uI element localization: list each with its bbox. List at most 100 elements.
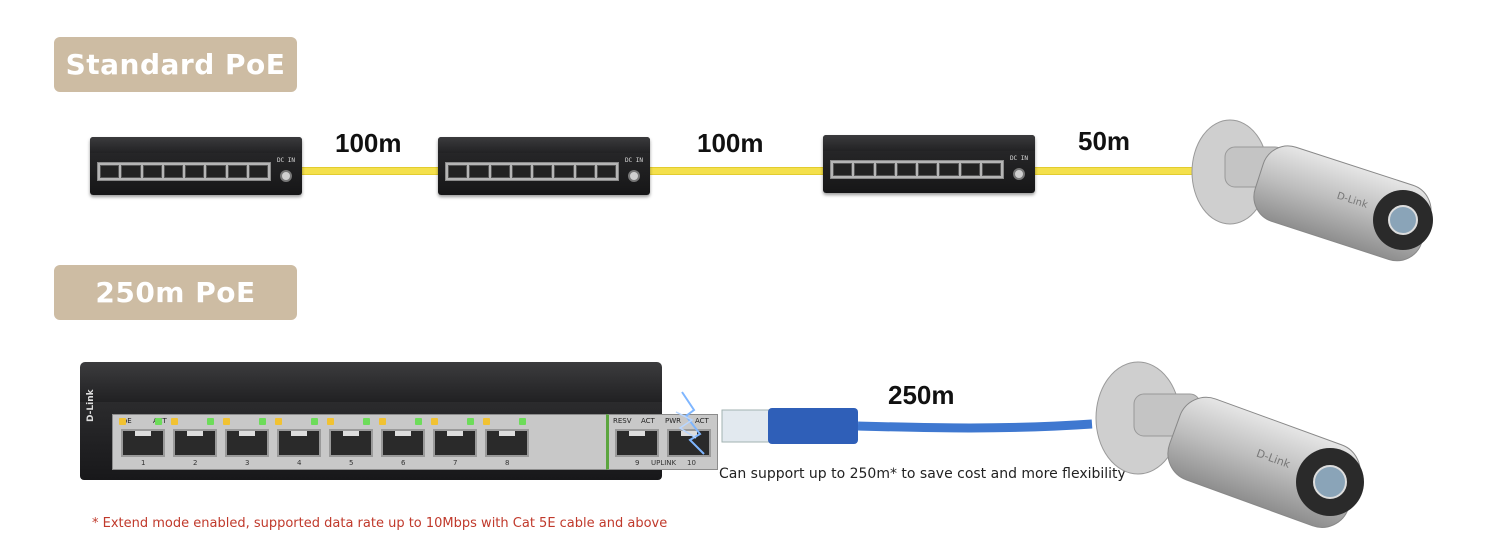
electric-spark-2	[675, 411, 697, 439]
act-led	[311, 418, 318, 425]
port	[554, 165, 574, 178]
switch-brand-logo: D-Link	[86, 389, 96, 422]
distance-label-3: 50m	[1078, 126, 1131, 156]
blue-cable	[857, 419, 1093, 433]
dc-in-jack	[628, 170, 640, 182]
cable-segment-1	[302, 167, 440, 175]
switch-top	[823, 135, 1035, 151]
rj45-boot	[768, 408, 858, 444]
poe-led	[431, 418, 438, 425]
act-led	[519, 418, 526, 425]
port	[960, 163, 980, 176]
poe-port-3	[225, 429, 269, 457]
act-led	[207, 418, 214, 425]
uplink-act-header-2: ACT	[695, 417, 709, 425]
port	[896, 163, 916, 176]
port	[875, 163, 895, 176]
electric-spark	[681, 391, 705, 455]
port	[163, 165, 183, 178]
act-led	[467, 418, 474, 425]
rj45-cable	[675, 391, 1093, 455]
port-number: 5	[349, 459, 354, 467]
switch-port-row	[445, 162, 619, 181]
port	[575, 165, 595, 178]
poe-switch-2: DC IN	[438, 137, 650, 195]
cable-segment-3	[1035, 167, 1195, 175]
port	[248, 165, 268, 178]
switch-port-row	[97, 162, 271, 181]
port	[206, 165, 226, 178]
section-badge-standard-poe: Standard PoE	[54, 37, 297, 92]
pwr-header: PWR	[665, 417, 682, 425]
switch-top	[438, 137, 650, 153]
switch-top	[90, 137, 302, 153]
port-number: 4	[297, 459, 302, 467]
dc-in-label: DC IN	[1009, 155, 1028, 162]
poe-led	[483, 418, 490, 425]
port-number: 1	[141, 459, 146, 467]
port-number: 3	[245, 459, 250, 467]
switch-top	[80, 362, 662, 406]
port	[854, 163, 874, 176]
distance-label-250m: 250m	[888, 380, 955, 410]
bullet-camera-2: D-Link	[1095, 361, 1364, 528]
dc-in-label: DC IN	[276, 157, 295, 164]
act-led	[363, 418, 370, 425]
act-led	[259, 418, 266, 425]
dc-in-label: DC IN	[624, 157, 643, 164]
footnote: * Extend mode enabled, supported data ra…	[92, 516, 668, 531]
poe-port-7	[433, 429, 477, 457]
port	[833, 163, 853, 176]
port-number: 10	[687, 459, 696, 467]
section-badge-250m-poe: 250m PoE	[54, 265, 297, 320]
poe-port-1	[121, 429, 165, 457]
distance-label-1: 100m	[335, 128, 402, 158]
port-number: 6	[401, 459, 406, 467]
port	[100, 165, 120, 178]
resv-header: RESV	[613, 417, 632, 425]
poe-led	[119, 418, 126, 425]
port	[918, 163, 938, 176]
rj45-plug	[721, 409, 771, 443]
uplink-port-panel: RESV ACT PWR ACT 9 UPLINK 10	[606, 414, 718, 470]
extended-caption: Can support up to 250m* to save cost and…	[719, 466, 1126, 482]
cable-segment-2	[650, 167, 824, 175]
port-number: 8	[505, 459, 510, 467]
poe-led	[379, 418, 386, 425]
poe-port-4	[277, 429, 321, 457]
poe-switch-1: DC IN	[90, 137, 302, 195]
port	[596, 165, 616, 178]
port-number: 9	[635, 459, 640, 467]
poe-led	[275, 418, 282, 425]
uplink-label: UPLINK	[651, 459, 677, 467]
poe-port-6	[381, 429, 425, 457]
port	[185, 165, 205, 178]
poe-led	[223, 418, 230, 425]
port	[227, 165, 247, 178]
poe-port-panel: PoE ACT 1 2 3 4 5 6 7 8	[112, 414, 608, 470]
port	[469, 165, 489, 178]
act-led	[155, 418, 162, 425]
extended-poe-switch: D-Link PoE ACT 1 2 3 4 5 6 7	[80, 362, 718, 480]
port	[939, 163, 959, 176]
port	[448, 165, 468, 178]
port	[121, 165, 141, 178]
bullet-camera-1: D-Link	[1191, 119, 1433, 262]
port	[981, 163, 1001, 176]
distance-label-2: 100m	[697, 128, 764, 158]
port-number: 7	[453, 459, 458, 467]
poe-led	[171, 418, 178, 425]
port	[490, 165, 510, 178]
poe-switch-3: DC IN	[823, 135, 1035, 193]
port-number: 2	[193, 459, 198, 467]
poe-led	[327, 418, 334, 425]
uplink-port-9	[615, 429, 659, 457]
port	[533, 165, 553, 178]
dc-in-jack	[1013, 168, 1025, 180]
poe-port-2	[173, 429, 217, 457]
port	[511, 165, 531, 178]
poe-port-8	[485, 429, 529, 457]
dc-in-jack	[280, 170, 292, 182]
port	[142, 165, 162, 178]
act-led	[415, 418, 422, 425]
